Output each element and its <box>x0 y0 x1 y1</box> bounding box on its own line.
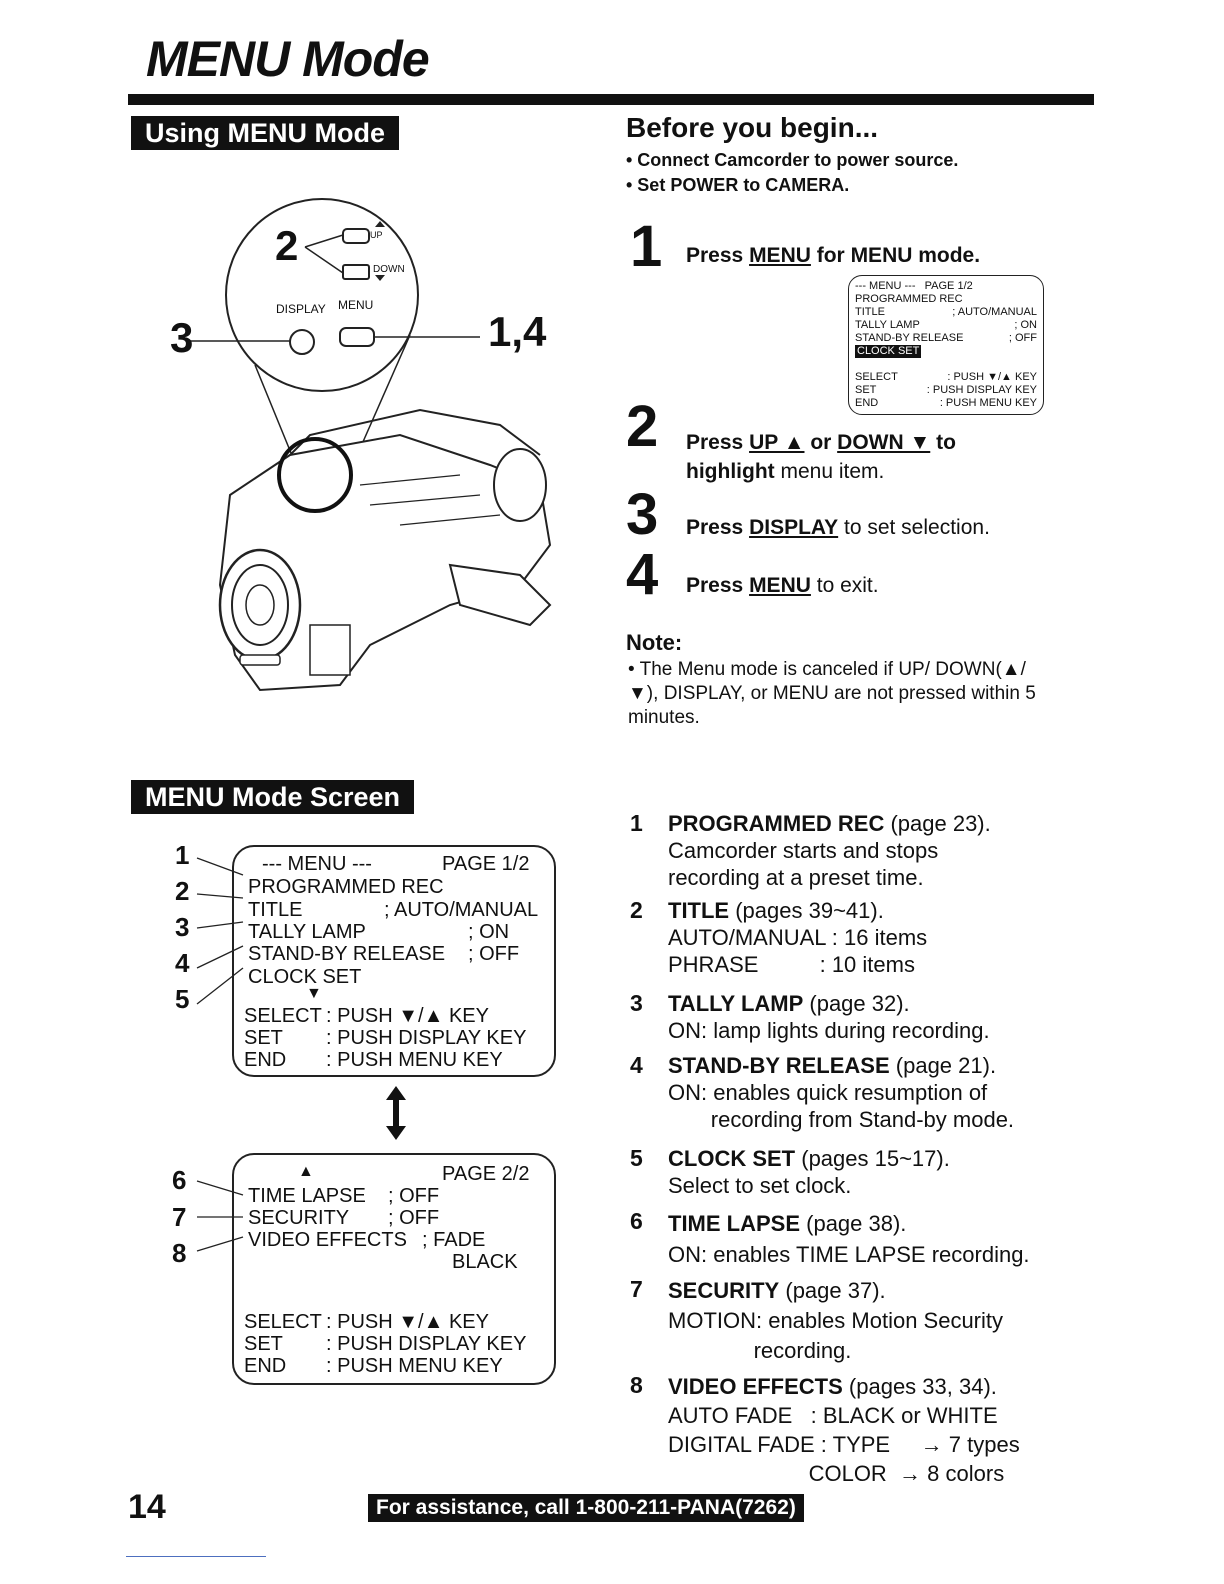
screen1-row-4-value: ; OFF <box>468 943 520 965</box>
screen1-row-3: TALLY LAMP <box>248 921 366 943</box>
screen2-footer-2-value: : PUSH DISPLAY KEY <box>326 1333 527 1355</box>
illus-label-3: 3 <box>170 314 194 361</box>
screen2-row-2-value: ; OFF <box>388 1207 440 1229</box>
screen2-footer-3-value: : PUSH MENU KEY <box>326 1355 503 1377</box>
before-bullet-1: • Connect Camcorder to power source. <box>626 150 959 170</box>
screen1-row-5: CLOCK SET <box>248 966 362 988</box>
screen1-row-1: PROGRAMMED REC <box>248 876 444 898</box>
item-number: 4 <box>630 1052 643 1078</box>
screen2-header-right: PAGE 2/2 <box>442 1163 530 1185</box>
step-1-text: Press MENU for MENU mode. <box>686 244 981 267</box>
illus-menu-label: MENU <box>338 298 374 312</box>
illus-label-1-4: 1,4 <box>488 308 547 355</box>
illus-display-label: DISPLAY <box>276 302 326 316</box>
item-title: TITLE (pages 39~41). AUTO/MANUAL : 16 it… <box>668 898 928 977</box>
note-title: Note: <box>626 630 683 655</box>
step-4-text: Press MENU to exit. <box>686 574 879 597</box>
screen1-header-left: --- MENU --- <box>262 853 372 875</box>
mini-osd-row: TALLY LAMP; ON <box>855 319 1037 331</box>
menu-screen-page-1: --- MENU --- PAGE 1/2 PROGRAMMED REC TIT… <box>232 845 556 1077</box>
screen2-row-4-value: BLACK <box>452 1251 518 1273</box>
screen1-footer-2: SET <box>244 1027 283 1049</box>
section-heading-menu-screen: MENU Mode Screen <box>131 780 415 814</box>
mini-osd-row: TITLE; AUTO/MANUAL <box>855 306 1037 318</box>
item-number: 7 <box>630 1276 643 1302</box>
item-number: 6 <box>630 1208 643 1234</box>
page-title: MENU Mode <box>146 31 430 87</box>
screen1-row-2-value: ; AUTO/MANUAL <box>384 899 539 921</box>
item-number: 8 <box>630 1372 643 1398</box>
item-number: 2 <box>630 897 643 923</box>
note-text: • The Menu mode is canceled if UP/ DOWN(… <box>628 659 1036 728</box>
item-number: 3 <box>630 990 643 1016</box>
item-number: 1 <box>630 810 643 836</box>
step-3-text: Press DISPLAY to set selection. <box>686 516 990 539</box>
screen1-callout-4: 4 <box>175 948 190 978</box>
item-video-effects: VIDEO EFFECTS (pages 33, 34). AUTO FADE … <box>668 1374 1020 1486</box>
mini-osd-footer: SET: PUSH DISPLAY KEY <box>855 384 1037 396</box>
double-arrow-icon <box>386 1086 406 1140</box>
screen1-callout-lines <box>196 857 244 1005</box>
screen1-row-2: TITLE <box>248 899 303 921</box>
step-2-text: Press UP ▲ or DOWN ▼ to highlight menu i… <box>686 431 956 483</box>
before-title: Before you begin... <box>626 112 879 143</box>
section-heading-using-menu: Using MENU Mode <box>131 116 399 150</box>
item-standby-release: STAND-BY RELEASE (page 21). ON: enables … <box>668 1053 1015 1132</box>
mini-osd-header: --- MENU --- PAGE 1/2 <box>855 280 973 292</box>
bottom-rule <box>126 1556 266 1557</box>
screen1-footer-2-value: : PUSH DISPLAY KEY <box>326 1027 527 1049</box>
screen1-callout-1: 1 <box>175 840 190 870</box>
item-security: SECURITY (page 37). MOTION: enables Moti… <box>668 1278 1004 1363</box>
screen1-callout-3: 3 <box>175 912 190 942</box>
mini-osd-footer: SELECT: PUSH ▼/▲ KEY <box>855 371 1037 383</box>
screen2-footer-1-value: : PUSH ▼/▲ KEY <box>326 1311 489 1333</box>
page-number: 14 <box>128 1488 166 1526</box>
item-number: 5 <box>630 1145 643 1171</box>
mini-osd-footer: END: PUSH MENU KEY <box>855 397 1037 409</box>
mini-osd-row: PROGRAMMED REC <box>855 293 963 305</box>
screen2-row-1: TIME LAPSE <box>248 1185 366 1207</box>
screen2-row-2: SECURITY <box>248 1207 350 1229</box>
cursor-down-icon: ▼ <box>306 985 322 1002</box>
step-number-2: 2 <box>626 394 659 459</box>
screen2-callout-lines <box>196 1180 244 1252</box>
screen1-callout-5: 5 <box>175 984 190 1014</box>
screen2-callout-8: 8 <box>172 1238 187 1268</box>
screen2-callout-6: 6 <box>172 1165 187 1195</box>
step-number-3: 3 <box>626 482 659 547</box>
screen1-row-4: STAND-BY RELEASE <box>248 943 446 965</box>
screen1-footer-1: SELECT <box>244 1005 322 1027</box>
screen1-header-right: PAGE 1/2 <box>442 853 530 875</box>
screen1-callout-2: 2 <box>175 876 190 906</box>
screen2-footer-3: END <box>244 1355 287 1377</box>
screen2-row-1-value: ; OFF <box>388 1185 440 1207</box>
mini-osd-row: STAND-BY RELEASE; OFF <box>855 332 1037 344</box>
before-bullet-2: • Set POWER to CAMERA. <box>626 175 850 195</box>
item-time-lapse: TIME LAPSE (page 38). ON: enables TIME L… <box>668 1211 1030 1267</box>
item-tally-lamp: TALLY LAMP (page 32). ON: lamp lights du… <box>668 991 990 1043</box>
mini-osd-highlight-row: CLOCK SET <box>855 345 922 358</box>
screen1-footer-1-value: : PUSH ▼/▲ KEY <box>326 1005 489 1027</box>
item-clock-set: CLOCK SET (pages 15~17). Select to set c… <box>668 1146 950 1198</box>
cursor-up-icon: ▲ <box>298 1163 314 1180</box>
step-number-1: 1 <box>630 214 663 279</box>
assistance-footer: For assistance, call 1-800-211-PANA(7262… <box>368 1494 804 1522</box>
screen2-callout-7: 7 <box>172 1202 187 1232</box>
illus-up-label: UP <box>370 230 383 240</box>
illus-down-label: DOWN <box>373 264 405 275</box>
mini-menu-screen: --- MENU --- PAGE 1/2 PROGRAMMED REC TIT… <box>848 275 1044 415</box>
screen1-footer-3-value: : PUSH MENU KEY <box>326 1049 503 1071</box>
step-number-4: 4 <box>626 542 659 607</box>
screen2-footer-2: SET <box>244 1333 283 1355</box>
title-rule <box>128 94 1094 105</box>
menu-screen-page-2: ▲ PAGE 2/2 TIME LAPSE ; OFF SECURITY ; O… <box>232 1153 556 1385</box>
screen2-footer-1: SELECT <box>244 1311 322 1333</box>
camcorder-illustration <box>190 198 552 692</box>
item-programmed-rec: PROGRAMMED REC (page 23). Camcorder star… <box>668 811 991 890</box>
screen2-row-3-value: ; FADE <box>422 1229 486 1251</box>
illus-label-2: 2 <box>275 222 299 269</box>
screen2-row-3: VIDEO EFFECTS <box>248 1229 407 1251</box>
screen1-footer-3: END <box>244 1049 287 1071</box>
screen1-row-3-value: ; ON <box>468 921 510 943</box>
